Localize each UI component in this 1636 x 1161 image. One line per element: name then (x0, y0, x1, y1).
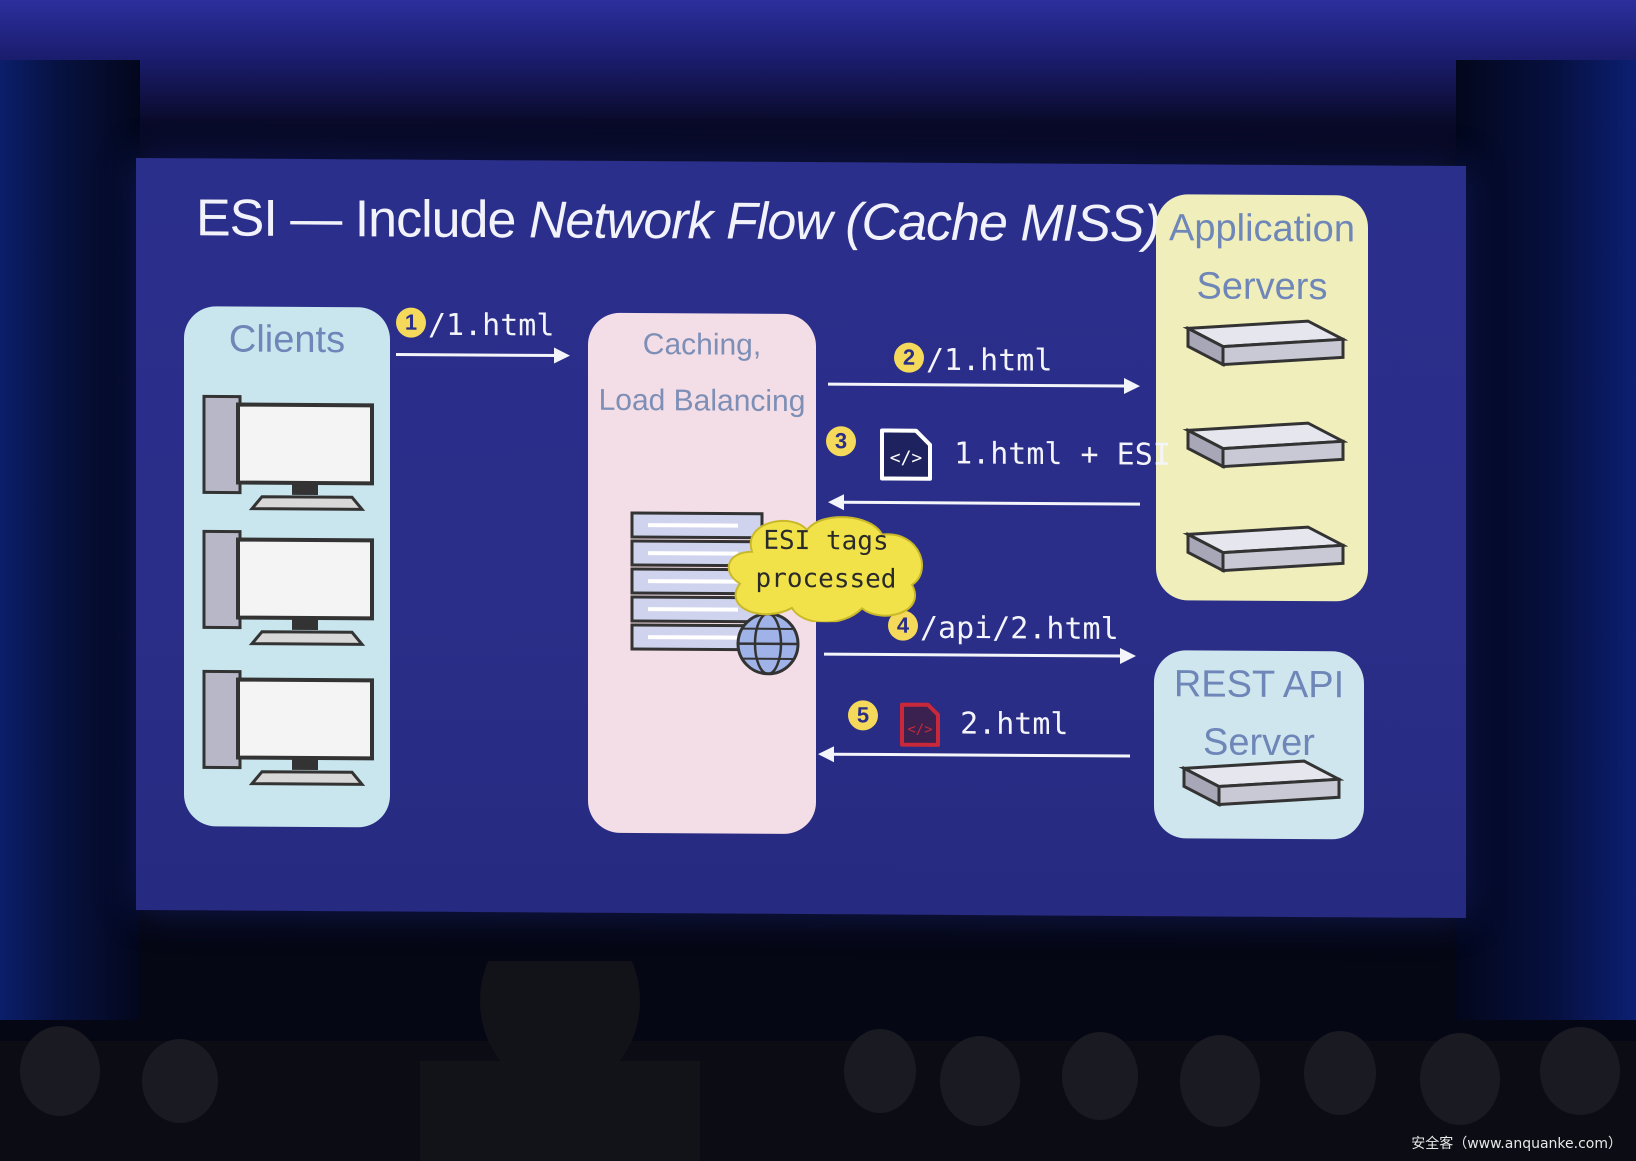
step-badge: 2 (894, 342, 924, 373)
projection-screen: ESI — Include Network Flow (Cache MISS) … (136, 157, 1466, 919)
computer-icon (202, 669, 374, 786)
title-italic: Network Flow (Cache MISS) (528, 191, 1160, 254)
flow-label: /1.html (926, 342, 1053, 379)
title-plain: ESI — Include (196, 189, 529, 250)
ceiling (0, 0, 1636, 160)
cache-label-line2: Load Balancing (598, 383, 806, 419)
arrow-right-icon (824, 647, 1136, 664)
rest-label-line1: REST API (1173, 663, 1345, 707)
svg-text:</>: </> (907, 722, 932, 738)
flow-step-5: 5 </> 2.html (848, 700, 1069, 749)
svg-text:</>: </> (890, 448, 923, 469)
flow-label: /1.html (428, 307, 555, 344)
server-icon (1182, 319, 1348, 368)
step-badge: 3 (826, 426, 856, 457)
code-file-icon: </> (880, 428, 933, 481)
app-label-line1: Application (1169, 207, 1355, 251)
flow-label: 2.html (960, 706, 1069, 743)
flow-label: 1.html + ESI (954, 436, 1171, 473)
step-badge: 5 (848, 700, 878, 731)
cloud-text: ESI tags processed (736, 522, 916, 599)
code-file-icon: </> (900, 702, 941, 747)
cache-label-line1: Caching, (642, 328, 762, 362)
audience-silhouettes (0, 961, 1636, 1161)
clients-label: Clients (228, 318, 346, 362)
cloud-line1: ESI tags (763, 525, 889, 557)
application-servers-panel: Application Servers (1156, 194, 1368, 602)
curtain-left (0, 60, 140, 1020)
cloud-bubble (727, 516, 923, 623)
computer-icon (202, 529, 374, 646)
app-label-line2: Servers (1196, 265, 1328, 309)
flow-step-3: 3 </> 1.html + ESI (826, 426, 1171, 484)
globe-icon (736, 612, 800, 676)
arrow-right-icon (396, 347, 570, 364)
step-badge: 1 (396, 307, 426, 338)
rest-api-server-panel: REST API Server (1154, 650, 1364, 840)
flow-step-1: 1/1.html (396, 307, 555, 344)
server-icon (1182, 525, 1348, 574)
watermark: 安全客（www.anquanke.com） (1411, 1136, 1622, 1152)
computer-icon (202, 394, 374, 511)
slide-title: ESI — Include Network Flow (Cache MISS) (196, 188, 1160, 254)
flow-label: /api/2.html (920, 610, 1119, 647)
server-icon (1182, 421, 1348, 470)
arrow-left-icon (818, 746, 1130, 763)
clients-panel: Clients (184, 306, 390, 828)
server-icon (1178, 759, 1344, 808)
arrow-left-icon (828, 494, 1140, 511)
flow-step-2: 2/1.html (894, 342, 1053, 379)
cloud-line2: processed (755, 563, 897, 595)
curtain-right (1456, 60, 1636, 1020)
arrow-right-icon (828, 377, 1140, 394)
